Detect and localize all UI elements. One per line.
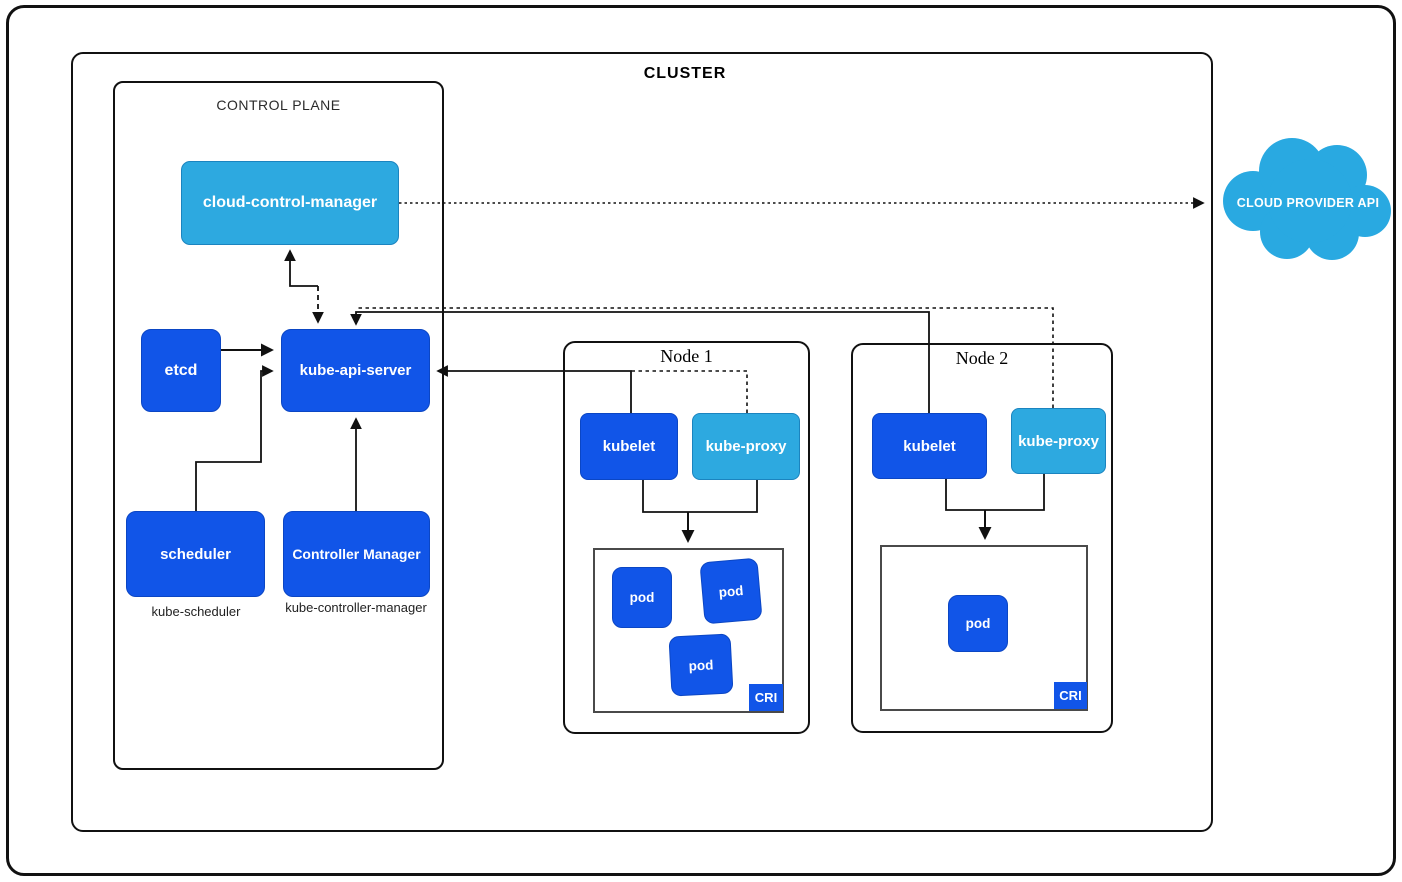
control-plane-boundary [113,81,444,770]
node-1-boundary [563,341,810,734]
control-plane-title: CONTROL PLANE [216,97,341,113]
outer-frame [6,5,1396,876]
cloud-provider-api-label: CLOUD PROVIDER API [1237,196,1379,210]
node-2-title: Node 2 [955,348,1009,368]
kube-api-server-box: kube-api-server [281,329,430,412]
node-1-cri-label: CRI [749,684,783,711]
cloud-provider-api-shape: CLOUD PROVIDER API [1223,138,1391,260]
node-1-pod: pod [668,633,734,697]
scheduler-caption: kube-scheduler [151,604,241,619]
scheduler-box: scheduler [126,511,265,597]
node-2-boundary [851,343,1113,733]
node-2-kube-proxy-box: kube-proxy [1011,408,1106,474]
node-2-cri-label: CRI [1054,682,1087,709]
controller-manager-box: Controller Manager [283,511,430,597]
controller-manager-caption: kube-controller-manager [285,600,427,615]
node-2-pod: pod [948,595,1008,652]
etcd-box: etcd [141,329,221,412]
node-1-title: Node 1 [660,346,713,366]
cloud-control-manager-box: cloud-control-manager [181,161,399,245]
node-1-pod: pod [699,557,763,625]
node-1-kube-proxy-box: kube-proxy [692,413,800,480]
node-1-kubelet-box: kubelet [580,413,678,480]
node-1-pod: pod [612,567,672,628]
cluster-boundary [71,52,1213,832]
cluster-title: CLUSTER [643,65,727,82]
node-2-kubelet-box: kubelet [872,413,987,479]
